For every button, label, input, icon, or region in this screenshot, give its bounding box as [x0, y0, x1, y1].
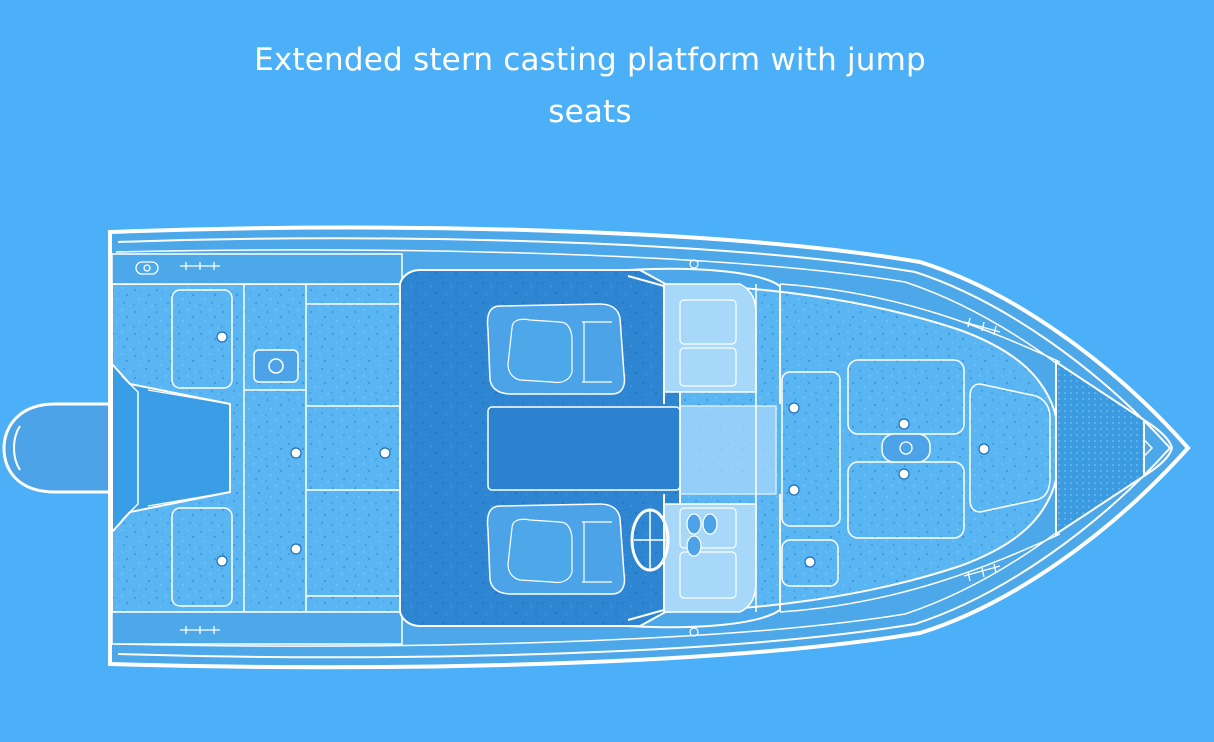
port-console — [663, 283, 757, 393]
diagram-caption: Extended stern casting platform with jum… — [254, 42, 926, 130]
starboard-gunwale-strip — [111, 611, 403, 645]
passenger-seat-icon — [486, 303, 626, 395]
windshield-frame-port — [627, 267, 781, 404]
cleat-icon — [135, 261, 1001, 634]
helm-seat-icon — [486, 503, 626, 595]
inner-gunwale — [115, 249, 1154, 647]
center-storage-box — [487, 406, 681, 491]
walk-through-passage — [679, 405, 777, 495]
port-gunwale-strip — [111, 253, 403, 285]
rub-rail — [117, 237, 1172, 659]
fuel-cap-icon — [253, 349, 299, 383]
steering-wheel-icon — [630, 508, 670, 572]
stern-casting-platform — [171, 284, 400, 612]
windshield-hardware — [689, 259, 699, 637]
windshield-frame-starboard — [627, 494, 781, 629]
bow-gunwale-starboard — [779, 533, 1061, 613]
hatch-latch-icon — [216, 331, 990, 568]
bow-gunwale-port — [779, 283, 1061, 363]
cup-holder-icon — [686, 513, 718, 557]
pedestal-seat-base — [881, 433, 931, 463]
